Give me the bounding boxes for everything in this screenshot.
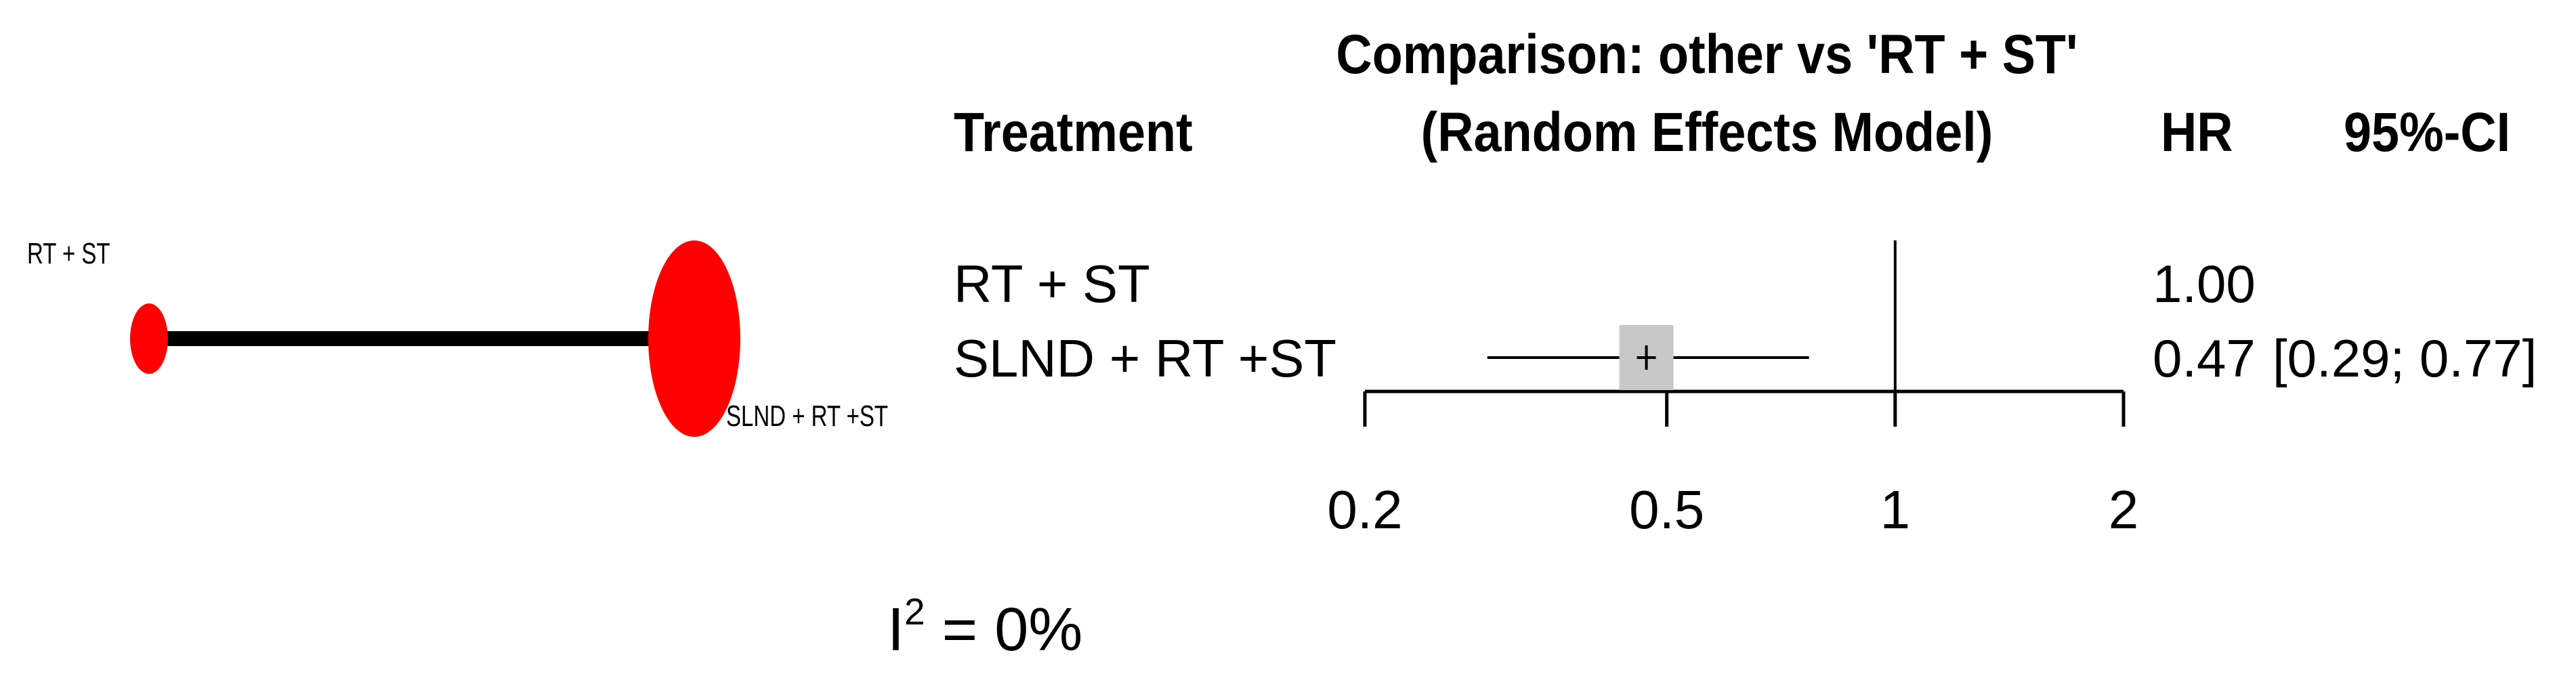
treatment-header: Treatment xyxy=(954,102,1193,163)
network-node-slnd-rt-st xyxy=(648,240,740,437)
x-tick-label: 1 xyxy=(1880,479,1911,540)
row-ci-slnd-rt-st: [0.29; 0.77] xyxy=(2273,328,2537,388)
network-node-label-slnd-rt-st: SLND + RT +ST xyxy=(726,400,889,433)
row-treatment-slnd-rt-st: SLND + RT +ST xyxy=(954,328,1337,388)
hr-header: HR xyxy=(2161,102,2233,163)
heterogeneity-sup: 2 xyxy=(904,591,925,633)
heterogeneity-label: I xyxy=(887,596,905,664)
forest-title-line2: (Random Effects Model) xyxy=(1420,102,1993,163)
x-tick-label: 0.2 xyxy=(1327,479,1402,540)
x-tick-label: 0.5 xyxy=(1629,479,1704,540)
row-treatment-rt-st: RT + ST xyxy=(954,254,1150,314)
heterogeneity-value: = 0% xyxy=(942,596,1083,664)
x-tick-label: 2 xyxy=(2109,479,2139,540)
network-node-rt-st xyxy=(130,303,168,374)
ci-header: 95%-CI xyxy=(2344,102,2511,163)
row-hr-slnd-rt-st: 0.47 xyxy=(2153,328,2256,388)
forest-title-line1: Comparison: other vs 'RT + ST' xyxy=(1336,24,2078,85)
heterogeneity-stat: I2 = 0% xyxy=(887,593,1082,661)
row-hr-rt-st: 1.00 xyxy=(2153,254,2256,314)
network-node-label-rt-st: RT + ST xyxy=(27,237,110,270)
